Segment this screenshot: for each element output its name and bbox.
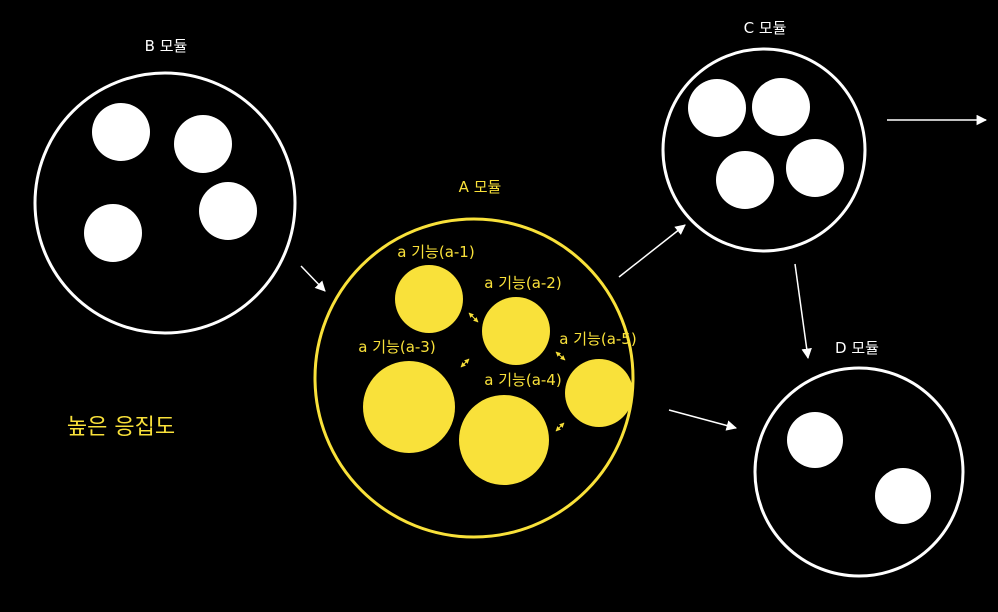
function-a-4: [459, 395, 549, 485]
connector-a4-a5: [555, 422, 565, 432]
function-a-5-label: a 기능(a-5): [559, 330, 636, 348]
module-b-element: [84, 204, 142, 262]
module-b-element: [92, 103, 150, 161]
module-c-element: [786, 139, 844, 197]
module-c-ring: [661, 47, 867, 253]
function-a-5: [565, 359, 633, 427]
module-c-element: [688, 79, 746, 137]
module-c: C 모듈: [661, 19, 867, 253]
module-a: A 모듈 a 기능(a-1) a 기능(a-2) a 기능(a-3) a 기능(…: [313, 178, 637, 539]
module-c-element: [716, 151, 774, 209]
module-c-element: [752, 78, 810, 136]
arrow-a-to-c: [618, 224, 686, 278]
module-d-element: [787, 412, 843, 468]
connector-a1-a2: [468, 312, 479, 323]
arrow-b-to-a: [300, 265, 326, 292]
function-a-3: [363, 361, 455, 453]
cohesion-caption: 높은 응집도: [67, 415, 175, 440]
module-d: D 모듈: [753, 339, 965, 578]
function-a-3-label: a 기능(a-3): [358, 338, 435, 356]
module-a-title: A 모듈: [459, 178, 502, 196]
module-b-element: [174, 115, 232, 173]
function-a-2: [482, 297, 550, 365]
function-a-4-label: a 기능(a-4): [484, 371, 561, 389]
module-b-title: B 모듈: [145, 37, 188, 55]
connector-a2-a5: [555, 351, 566, 361]
module-c-title: C 모듈: [744, 19, 787, 37]
function-a-1: [395, 265, 463, 333]
function-a-2-label: a 기능(a-2): [484, 274, 561, 292]
module-b-ring: [33, 71, 297, 335]
connector-a3-a2: [460, 358, 470, 368]
module-d-title: D 모듈: [835, 339, 879, 357]
module-d-element: [875, 468, 931, 524]
module-d-ring: [753, 366, 965, 578]
module-a-ring: [313, 217, 635, 539]
function-a-1-label: a 기능(a-1): [397, 243, 474, 261]
module-b: B 모듈: [33, 37, 297, 335]
module-b-element: [199, 182, 257, 240]
arrow-c-to-d: [794, 263, 812, 360]
arrow-a-to-d: [668, 409, 738, 431]
